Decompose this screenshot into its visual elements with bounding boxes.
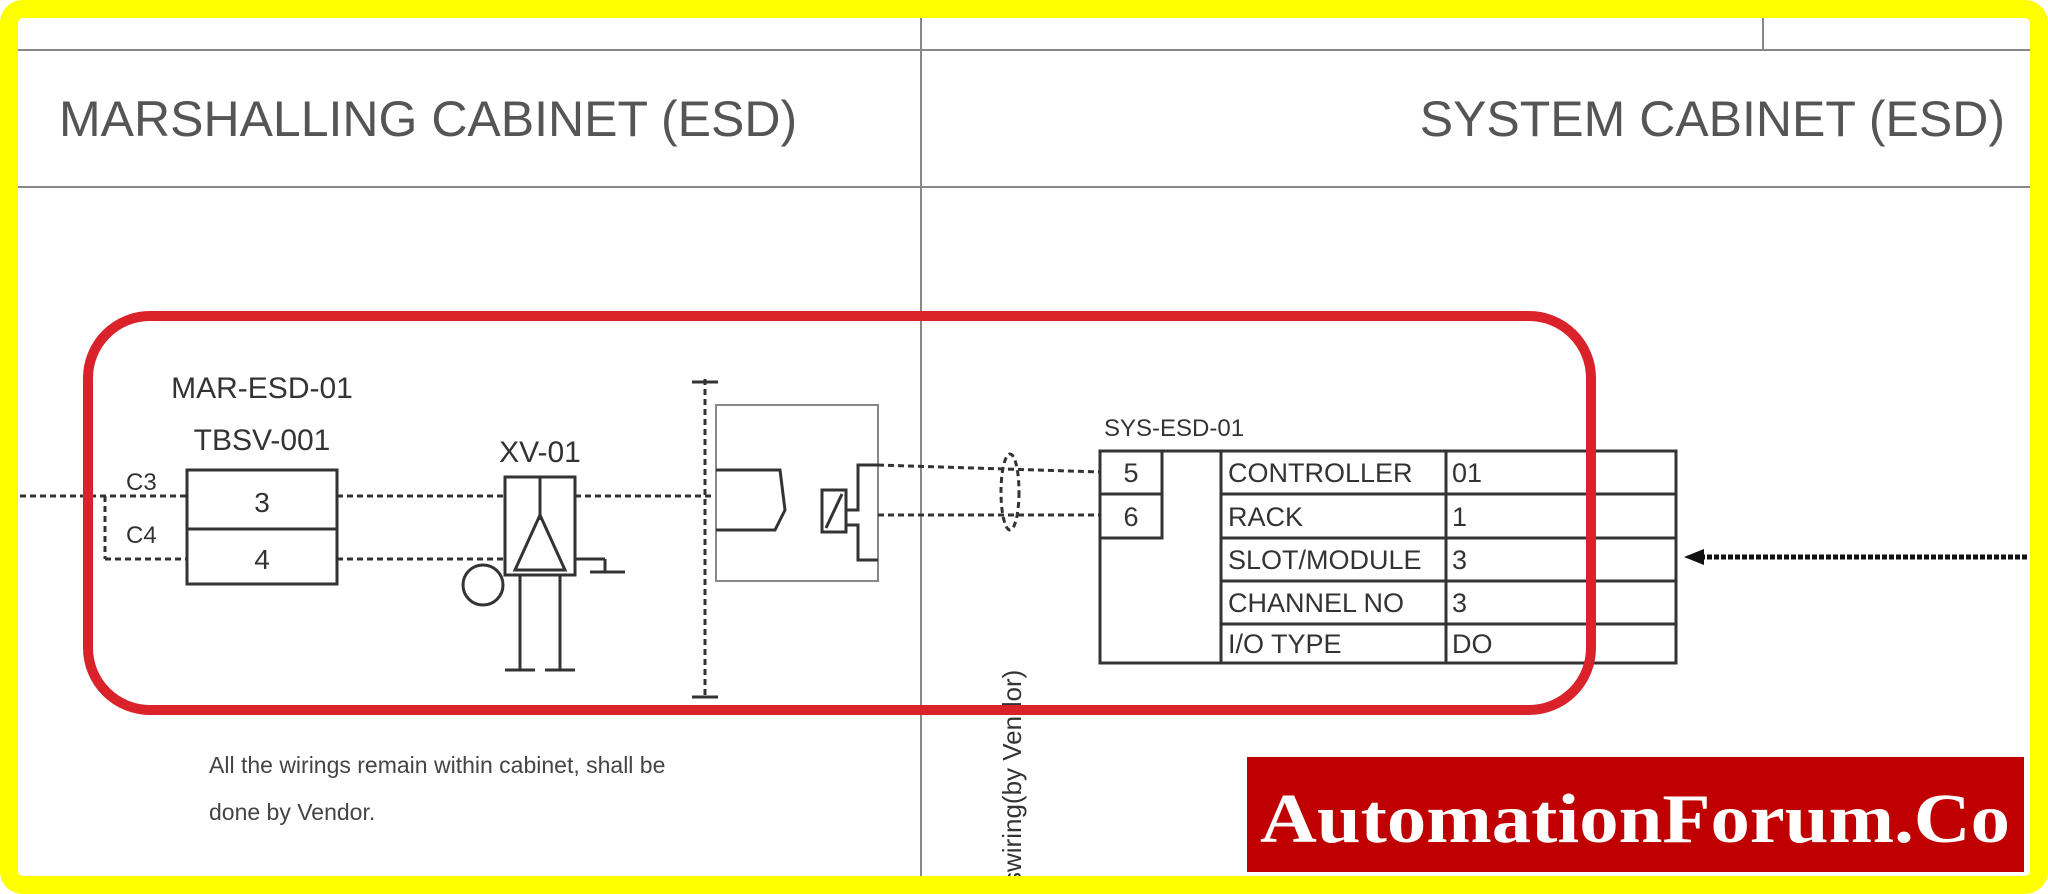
table-field-channel: CHANNEL NO: [1228, 588, 1404, 618]
table-value-slot: 3: [1452, 545, 1467, 575]
table-field-controller: CONTROLLER: [1228, 458, 1413, 488]
terminal-block-tag: TBSV-001: [194, 424, 331, 457]
marshalling-cabinet-header: MARSHALLING CABINET (ESD): [59, 91, 797, 147]
table-field-rack: RACK: [1228, 502, 1303, 532]
pin-6: 6: [1123, 502, 1138, 532]
highlight-box: [83, 311, 1596, 715]
marshalling-cabinet-tag: MAR-ESD-01: [171, 372, 353, 405]
field-wiring-vertical-label: swiring(by Vendor): [997, 670, 1027, 885]
solenoid-valve-icon: [461, 475, 625, 672]
table-value-channel: 3: [1452, 588, 1467, 618]
watermark-text: AutomationForum.Co: [1260, 781, 2010, 858]
note-line-1: All the wirings remain within cabinet, s…: [209, 752, 665, 778]
cable-shield-icon: [999, 452, 1021, 532]
pin-5: 5: [1123, 458, 1138, 488]
terminal-number-3: 3: [254, 487, 270, 518]
system-cabinet-tag: SYS-ESD-01: [1104, 415, 1244, 442]
watermark-banner: [1247, 757, 2024, 872]
table-field-slot: SLOT/MODULE: [1228, 545, 1422, 575]
core-label-c3: C3: [126, 469, 157, 496]
terminal-4: [185, 527, 339, 586]
io-assignment-table: [1098, 449, 1678, 665]
note-line-2: done by Vendor.: [209, 799, 375, 825]
interposing-relay-icon: [715, 404, 879, 582]
table-value-rack: 1: [1452, 502, 1467, 532]
terminal-number-4: 4: [254, 544, 270, 575]
table-value-io-type: DO: [1452, 629, 1493, 659]
table-field-io-type: I/O TYPE: [1228, 629, 1342, 659]
core-label-c4: C4: [126, 522, 157, 549]
wire-to-pin-5: [877, 463, 1101, 474]
table-value-controller: 01: [1452, 458, 1482, 488]
incoming-arrow-icon: [1684, 549, 2028, 565]
valve-tag: XV-01: [499, 436, 581, 469]
system-cabinet-header: SYSTEM CABINET (ESD): [1420, 91, 2005, 147]
